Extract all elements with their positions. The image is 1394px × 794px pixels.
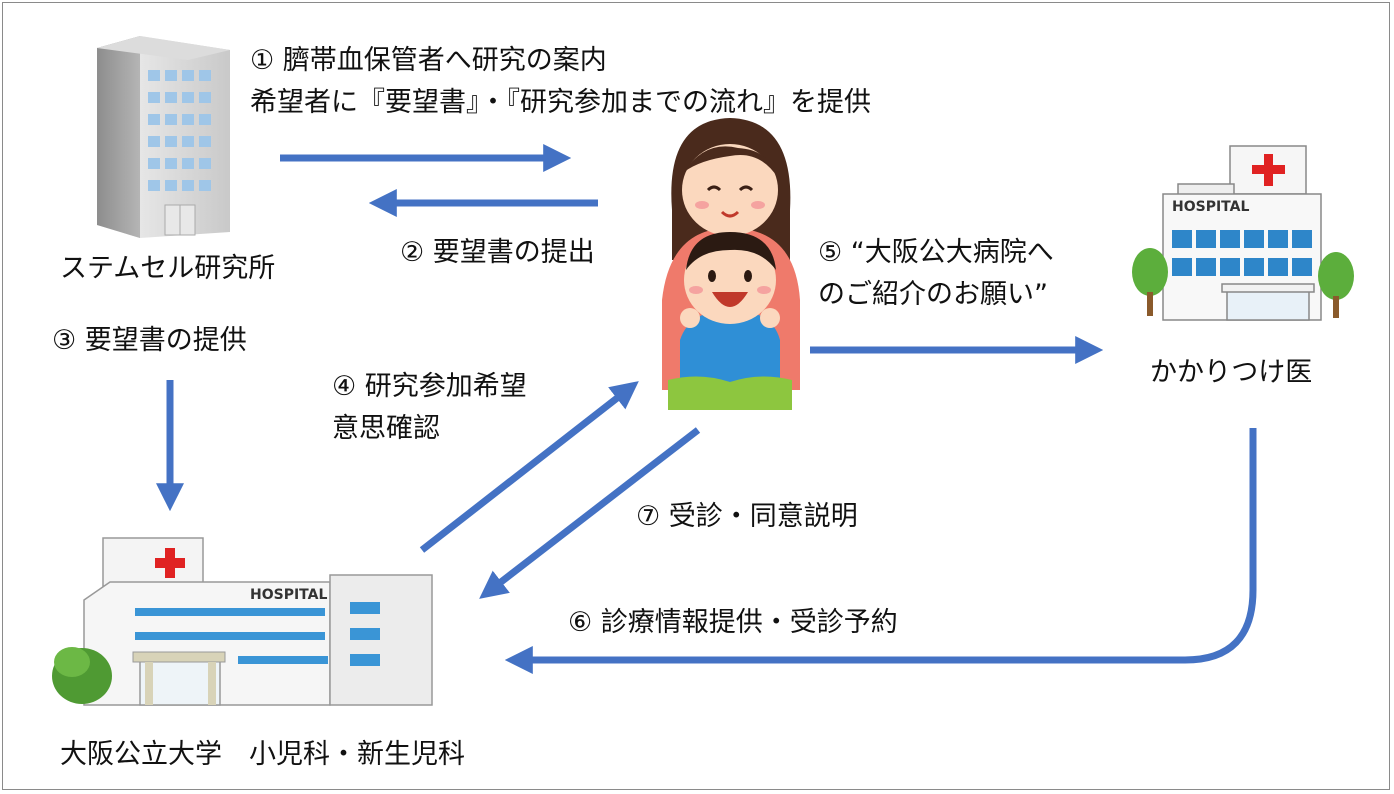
university-hospital-sign: HOSPITAL: [250, 587, 328, 603]
step5-line1: ⑤ “大阪公大病院へ: [818, 237, 1054, 268]
step3-label: ③ 要望書の提供: [52, 325, 247, 356]
step4-line1: ④ 研究参加希望: [332, 371, 527, 402]
university-label: 大阪公立大学 小児科・新生児科: [60, 739, 465, 770]
stemcell-institute-label: ステムセル研究所: [60, 253, 276, 284]
step1-line2: 希望者に『要望書』・『研究参加までの流れ』を提供: [250, 87, 871, 118]
step4-line2: 意思確認: [332, 413, 440, 444]
arrow-step6: [504, 428, 1257, 674]
step2-label: ② 要望書の提出: [400, 237, 595, 268]
arrow-step4: [419, 381, 639, 553]
clinic-sign: HOSPITAL: [1172, 199, 1250, 215]
family-doctor-label: かかりつけ医: [1150, 357, 1313, 388]
step7-label: ⑦ 受診・同意説明: [636, 501, 858, 532]
step5-line2: のご紹介のお願い”: [818, 279, 1048, 310]
step6-label: ⑥ 診療情報提供・受診予約: [568, 607, 898, 638]
arrow-step7: [479, 427, 701, 599]
step1-line1: ① 臍帯血保管者へ研究の案内: [250, 45, 607, 76]
